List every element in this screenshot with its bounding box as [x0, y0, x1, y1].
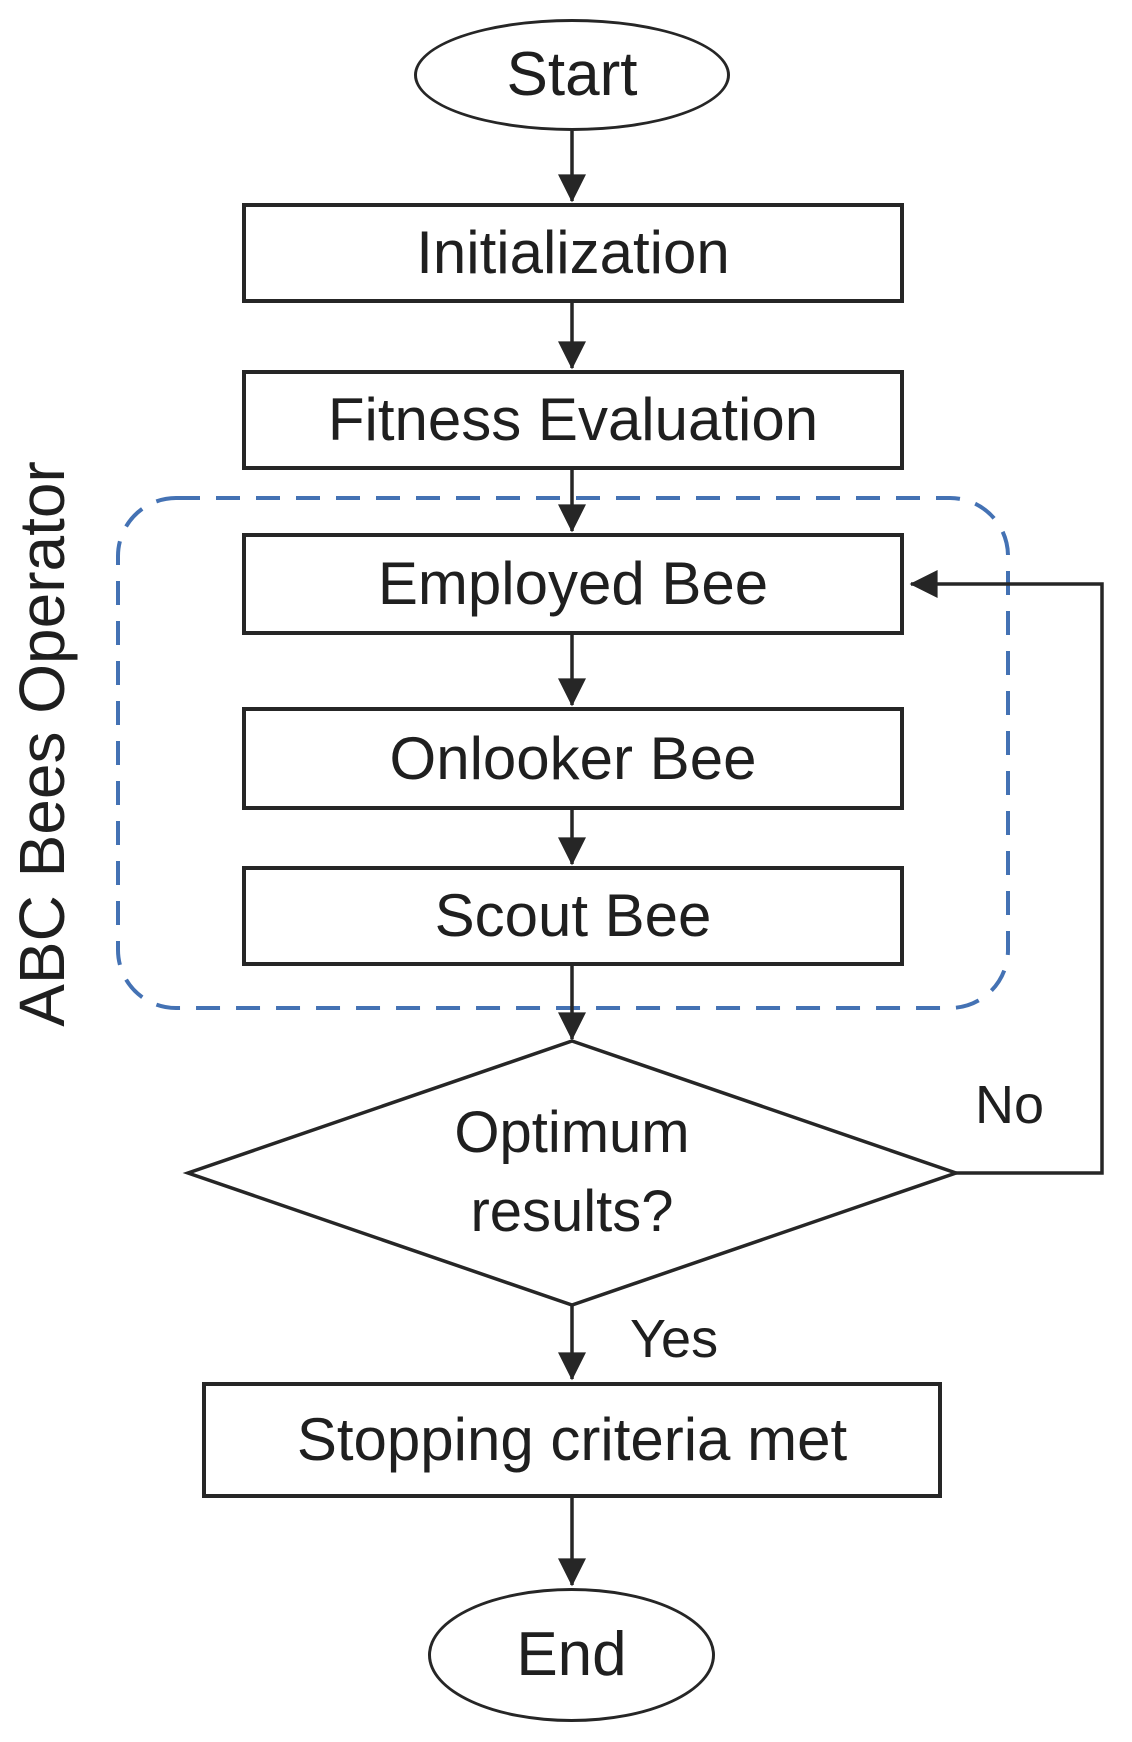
- edge-no-loop: [909, 570, 1104, 1175]
- decision-node-label: Optimum results?: [322, 1073, 822, 1273]
- onlooker-bee-node: Onlooker Bee: [242, 707, 904, 810]
- employed-bee-node: Employed Bee: [242, 533, 904, 635]
- no-edge-label: No: [975, 1075, 1045, 1135]
- decision-label-line2: results?: [470, 1179, 674, 1244]
- employed-bee-node-label: Employed Bee: [377, 550, 769, 617]
- abc-operator-group-label: ABC Bees Operator: [6, 461, 78, 1027]
- scout-bee-node-label: Scout Bee: [434, 882, 712, 949]
- start-node-label: Start: [506, 40, 638, 109]
- end-node: End: [428, 1588, 715, 1722]
- stopping-criteria-node-label: Stopping criteria met: [296, 1406, 848, 1473]
- initialization-node: Initialization: [242, 203, 904, 303]
- scout-bee-node: Scout Bee: [242, 866, 904, 966]
- abc-operator-group-border: [116, 496, 1010, 1010]
- fitness-evaluation-node-label: Fitness Evaluation: [327, 386, 819, 453]
- initialization-node-label: Initialization: [416, 219, 730, 286]
- start-node: Start: [414, 19, 730, 131]
- fitness-evaluation-node: Fitness Evaluation: [242, 370, 904, 470]
- stopping-criteria-node: Stopping criteria met: [202, 1382, 942, 1498]
- end-node-label: End: [516, 1620, 627, 1689]
- onlooker-bee-node-label: Onlooker Bee: [389, 724, 757, 792]
- yes-edge-label: Yes: [630, 1309, 719, 1369]
- decision-label-line1: Optimum: [454, 1100, 690, 1166]
